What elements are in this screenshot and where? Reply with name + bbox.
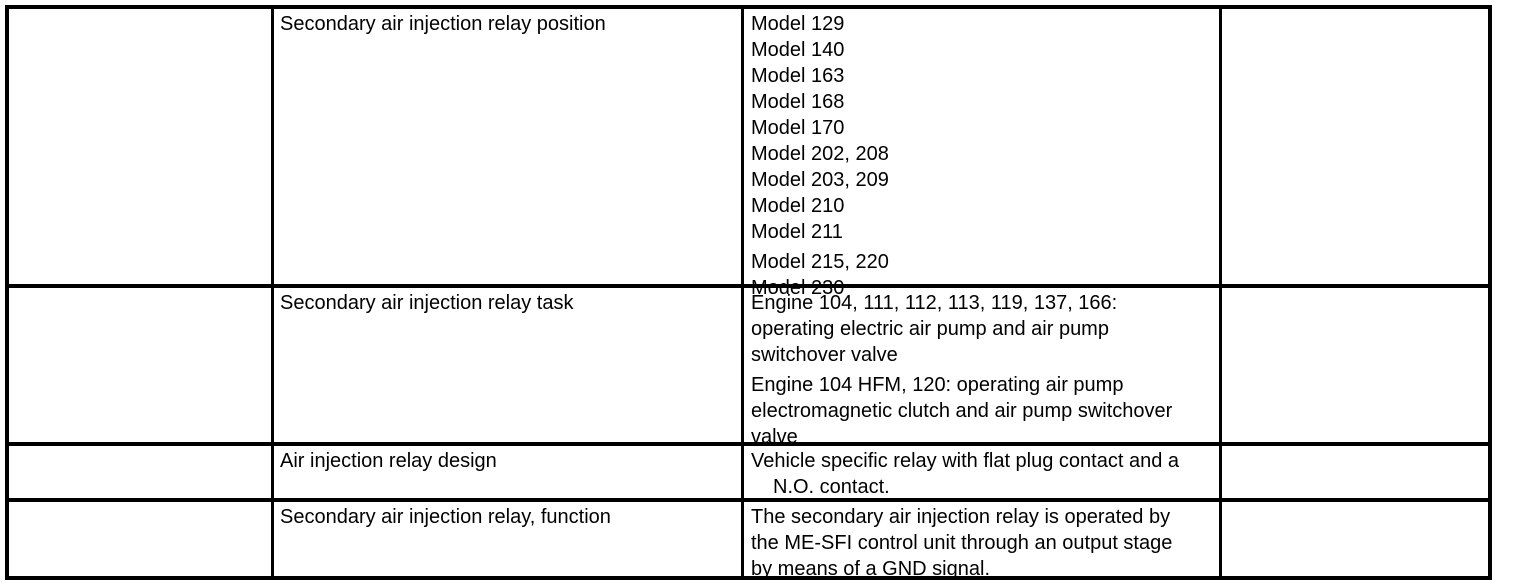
row-content-cell: The secondary air injection relay is ope…: [741, 502, 1219, 580]
row-index-cell: [9, 9, 271, 284]
content-line: Model 129: [751, 13, 845, 35]
content-line: the ME-SFI control unit through an outpu…: [751, 532, 1173, 554]
row-label-text: Air injection relay design: [280, 450, 497, 472]
row-content-text: Model 129 Model 140 Model 163 Model 168 …: [751, 11, 889, 301]
content-line: Model 215, 220: [751, 251, 889, 273]
row-extra-cell: [1219, 502, 1488, 576]
row-label-cell: Secondary air injection relay task: [271, 288, 741, 442]
row-label-text: Secondary air injection relay position: [280, 13, 606, 35]
row-label-text: Secondary air injection relay, function: [280, 506, 611, 528]
content-line: Model 202, 208: [751, 143, 889, 165]
content-line: Engine 104 HFM, 120: operating air pump: [751, 374, 1124, 396]
content-line: Model 230: [751, 277, 845, 299]
content-line: The secondary air injection relay is ope…: [751, 506, 1171, 528]
content-line: Model 203, 209: [751, 169, 889, 191]
row-label-cell: Secondary air injection relay position: [271, 9, 741, 284]
row-extra-cell: [1219, 288, 1488, 442]
content-line: by means of a GND signal.: [751, 558, 990, 580]
content-line: operating electric air pump and air pump: [751, 318, 1109, 340]
content-line: Model 211: [751, 221, 843, 243]
row-content-text: Engine 104, 111, 112, 113, 119, 137, 166…: [751, 290, 1172, 450]
row-index-cell: [9, 446, 271, 498]
content-line: Model 170: [751, 117, 845, 139]
row-content-cell: Engine 104, 111, 112, 113, 119, 137, 166…: [741, 288, 1219, 448]
row-index-cell: [9, 502, 271, 576]
content-line: electromagnetic clutch and air pump swit…: [751, 400, 1173, 422]
table-row: Secondary air injection relay task Engin…: [9, 288, 1488, 448]
row-content-text: Vehicle specific relay with flat plug co…: [751, 448, 1179, 500]
row-extra-cell: [1219, 446, 1488, 498]
row-label-cell: Secondary air injection relay, function: [271, 502, 741, 576]
row-content-cell: Vehicle specific relay with flat plug co…: [741, 446, 1219, 498]
content-line: N.O. contact.: [773, 476, 890, 498]
content-line: Engine 104, 111, 112, 113, 119, 137, 166…: [751, 292, 1118, 314]
content-line: Model 210: [751, 195, 845, 217]
row-content-cell: Model 129 Model 140 Model 163 Model 168 …: [741, 9, 1219, 299]
content-line: Model 140: [751, 39, 845, 61]
content-line: Model 163: [751, 65, 845, 87]
table-row: Air injection relay design Vehicle speci…: [9, 446, 1488, 502]
table-row: Secondary air injection relay position M…: [9, 9, 1488, 299]
table-row: Secondary air injection relay, function …: [9, 502, 1488, 580]
content-line: switchover valve: [751, 344, 898, 366]
row-index-cell: [9, 288, 271, 442]
row-extra-cell: [1219, 9, 1488, 284]
row-label-text: Secondary air injection relay task: [280, 292, 574, 314]
content-line: valve: [751, 426, 798, 448]
row-content-text: The secondary air injection relay is ope…: [751, 504, 1172, 582]
content-line: Vehicle specific relay with flat plug co…: [751, 450, 1180, 472]
specification-table: Secondary air injection relay position M…: [5, 5, 1492, 580]
content-line: Model 168: [751, 91, 845, 113]
row-label-cell: Air injection relay design: [271, 446, 741, 498]
